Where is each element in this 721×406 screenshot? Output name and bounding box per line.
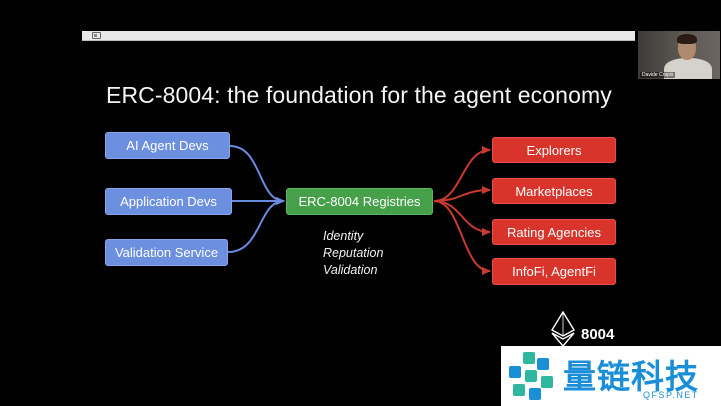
qfsp-logo-icon xyxy=(509,352,553,400)
webcam-thumbnail[interactable]: Davide Crapis xyxy=(638,31,720,79)
node-validation-service: Validation Service xyxy=(105,239,228,266)
watermark-url: QFSP.NET xyxy=(643,390,699,400)
watermark-text: 量链科技 xyxy=(563,357,699,396)
connector-ai-agent-devs xyxy=(229,145,285,205)
presenter-hair xyxy=(677,34,697,44)
connector-marketplaces xyxy=(433,186,491,202)
connector-explorers xyxy=(433,146,491,202)
connector-rating-agencies xyxy=(433,200,491,236)
feature-identity: Identity xyxy=(323,229,364,243)
node-rating-agencies: Rating Agencies xyxy=(492,219,616,245)
webcam-caption: Davide Crapis xyxy=(640,72,676,78)
feature-reputation: Reputation xyxy=(323,246,384,260)
window-icon[interactable] xyxy=(92,32,101,39)
node-infofi-agentfi: InfoFi, AgentFi xyxy=(492,258,616,285)
logo-8004-label: 8004 xyxy=(581,326,615,343)
node-erc8004-registries: ERC-8004 Registries xyxy=(286,188,433,215)
watermark: 量链科技 QFSP.NET xyxy=(501,346,721,406)
node-application-devs: Application Devs xyxy=(105,188,232,215)
node-explorers: Explorers xyxy=(492,137,616,163)
logo-8004: 8004 xyxy=(548,310,628,348)
ethereum-diamond-icon xyxy=(551,310,575,348)
presentation-toolbar xyxy=(82,31,635,41)
connector-infofi-agentfi xyxy=(433,200,491,275)
node-marketplaces: Marketplaces xyxy=(492,178,616,204)
connector-validation-service xyxy=(227,197,285,253)
feature-validation: Validation xyxy=(323,263,378,277)
node-ai-agent-devs: AI Agent Devs xyxy=(105,132,230,159)
presenter-body xyxy=(664,58,712,79)
slide-title: ERC-8004: the foundation for the agent e… xyxy=(106,82,612,108)
